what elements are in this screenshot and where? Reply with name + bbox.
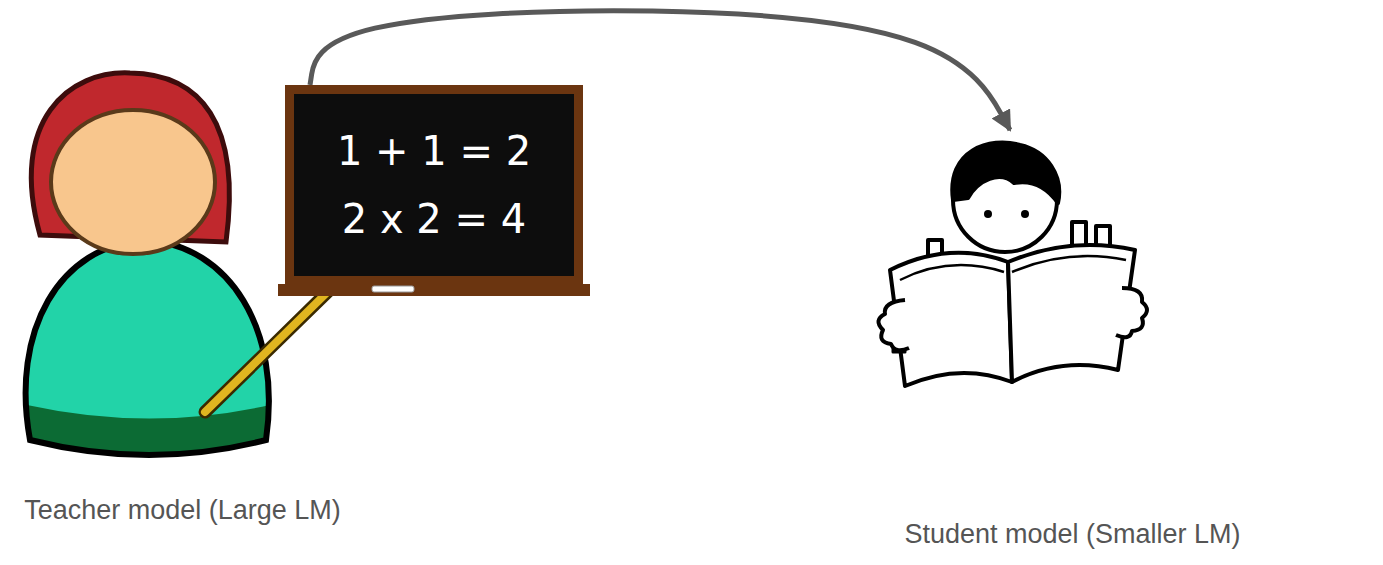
caption: Teacher model (Large LM) [5,495,360,526]
chalk [372,286,414,292]
teacher-node: Teacher model (Large LM) [5,495,360,535]
student-hair [952,142,1059,203]
student-figure [878,142,1147,386]
board-ledge [278,284,590,296]
student-hand [1116,288,1147,337]
teacher-face [51,110,215,254]
equation: 1 + 1 = 2 [337,117,531,185]
student-eye [984,210,992,218]
chalkboard: 1 + 1 = 22 x 2 = 4 [285,85,583,285]
student-node: Student model (Smaller LM) [780,130,1365,550]
teacher-body-outline [26,240,269,455]
equation: 2 x 2 = 4 [342,185,526,253]
caption: Student model (Smaller LM) [780,519,1365,550]
book-page-lines [900,256,1126,280]
student-hand [878,300,909,350]
student-eye [1021,210,1029,218]
book-left-page [890,253,1012,386]
